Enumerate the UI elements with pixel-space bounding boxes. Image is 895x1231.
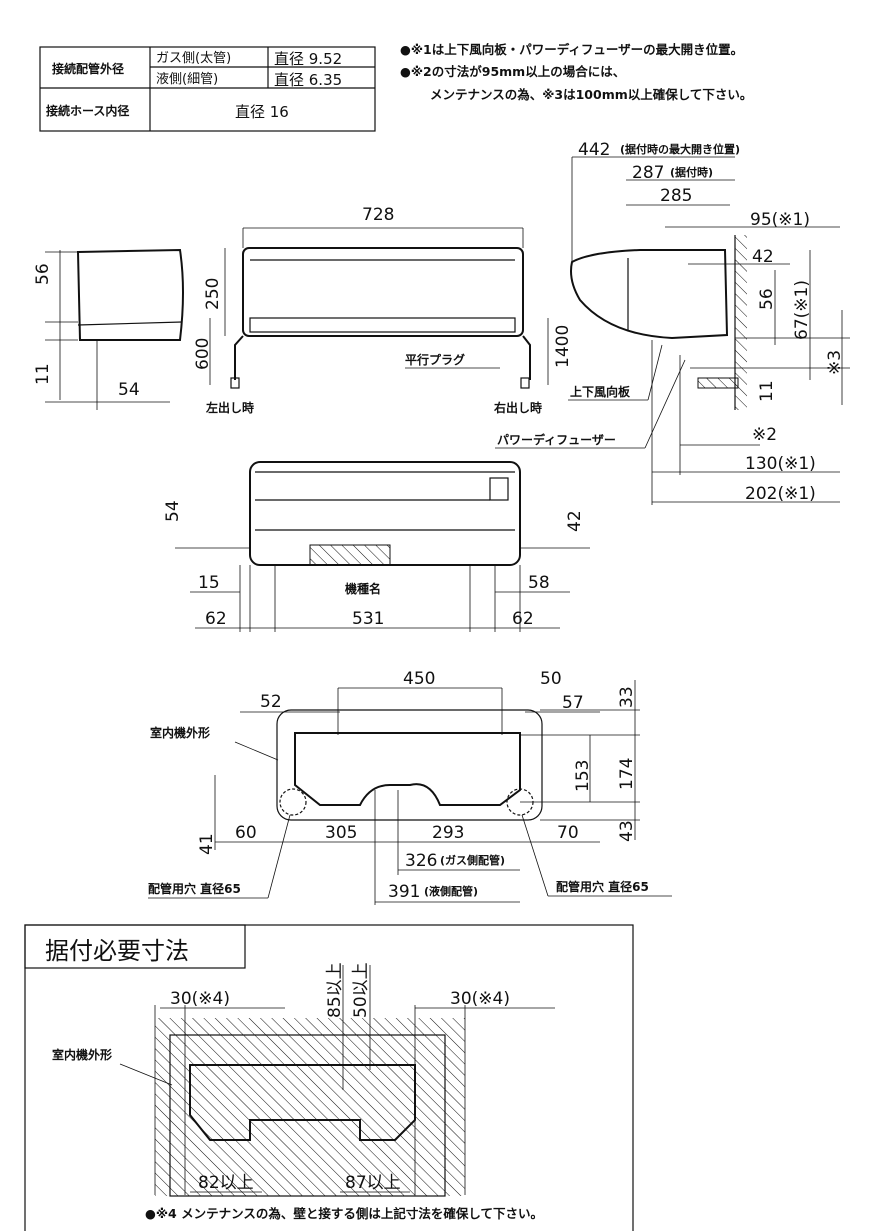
gas-side-value: 直径 9.52 [274, 50, 342, 68]
dim-41: 41 [197, 833, 217, 855]
dim-728: 728 [362, 205, 394, 225]
dim-305: 305 [325, 823, 357, 843]
spec-table: 接続配管外径 ガス側(太管) 直径 9.52 液側(細管) 直径 6.35 接続… [39, 46, 376, 132]
model-name-label: 機種名 [345, 581, 381, 596]
right-clearance: 30(※4) [450, 989, 510, 1009]
outline-label: 室内機外形 [150, 725, 210, 740]
dim-531: 531 [352, 609, 384, 629]
note-1: ●※1は上下風向板・パワーディフューザーの最大開き位置。 [400, 42, 743, 57]
dim-293: 293 [432, 823, 464, 843]
dim-202: 202(※1) [745, 484, 816, 504]
note-2-mark: ※2 [752, 425, 777, 445]
dim-15: 15 [198, 573, 220, 593]
dim-95: 95(※1) [750, 210, 810, 230]
dim-11-side: 11 [757, 380, 777, 402]
front-view: 728 250 600 1400 平行プラグ 左出し時 右出し時 [193, 205, 573, 415]
dim-42-bottom: 42 [565, 510, 585, 532]
dim-285: 285 [660, 186, 692, 206]
dim-54-bottom: 54 [163, 500, 183, 522]
bottom-right-clearance: 87以上 [345, 1173, 401, 1193]
dim-287: 287 [632, 163, 664, 183]
top-clearance-50: 50以上 [351, 962, 371, 1018]
pipe-hole-right-label: 配管用穴 直径65 [556, 879, 649, 894]
dim-57: 57 [562, 693, 584, 713]
dim-56: 56 [33, 263, 53, 285]
dim-174: 174 [617, 758, 637, 790]
top-clearance-85: 85以上 [325, 962, 345, 1018]
note-3: メンテナンスの為、※3は100mm以上確保して下さい。 [430, 87, 752, 102]
install-note: ●※4 メンテナンスの為、壁と接する側は上記寸法を確保して下さい。 [145, 1206, 543, 1221]
note-2: ●※2の寸法が95mm以上の場合には、 [400, 64, 625, 79]
left-clearance: 30(※4) [170, 989, 230, 1009]
gas-side-label: ガス側(太管) [156, 51, 231, 66]
dim-50: 50 [540, 669, 562, 689]
connection-pipe-label: 接続配管外径 [52, 61, 124, 76]
bottom-view: 54 42 15 機種名 58 62 531 62 [163, 461, 590, 632]
dim-62-right: 62 [512, 609, 534, 629]
note-3-mark: ※3 [825, 350, 845, 375]
liquid-side-value: 直径 6.35 [274, 71, 342, 89]
dim-391: 391 [388, 882, 420, 902]
dim-250: 250 [203, 278, 223, 310]
install-clearance-section: 据付必要寸法 30(※4) 30(※4) 85以上 50以上 室内機外形 82以… [24, 924, 634, 1231]
dim-326-note: (ガス側配管) [440, 853, 505, 867]
dim-287-note: (据付時) [670, 165, 713, 179]
right-side-view: 442 (据付時の最大開き位置) 287 (据付時) 285 95(※1) 42… [495, 140, 850, 505]
dim-130: 130(※1) [745, 454, 816, 474]
dim-42: 42 [752, 247, 774, 267]
dim-67: 67(※1) [792, 280, 812, 340]
bottom-left-clearance: 82以上 [198, 1173, 254, 1193]
dim-56-side: 56 [757, 288, 777, 310]
dim-43: 43 [617, 820, 637, 842]
notes: ●※1は上下風向板・パワーディフューザーの最大開き位置。 ●※2の寸法が95mm… [400, 42, 752, 102]
louver-label: 上下風向板 [570, 384, 631, 399]
dim-442: 442 [578, 140, 610, 160]
dim-70: 70 [557, 823, 579, 843]
dim-1400: 1400 [553, 325, 573, 368]
dim-11: 11 [33, 363, 53, 385]
parallel-plug-label: 平行プラグ [405, 352, 465, 367]
dim-326: 326 [405, 851, 437, 871]
dim-153: 153 [573, 760, 593, 792]
dim-60: 60 [235, 823, 257, 843]
dim-54: 54 [118, 380, 140, 400]
pipe-hole-left-label: 配管用穴 直径65 [148, 881, 241, 896]
dim-600: 600 [193, 338, 213, 370]
dim-62-left: 62 [205, 609, 227, 629]
dim-442-note: (据付時の最大開き位置) [620, 142, 740, 156]
power-diffuser-label: パワーディフューザー [497, 432, 616, 447]
dim-450: 450 [403, 669, 435, 689]
dim-52: 52 [260, 692, 282, 712]
left-side-view: 56 11 54 [33, 248, 184, 410]
hose-label: 接続ホース内径 [46, 103, 129, 118]
install-outline-label: 室内機外形 [52, 1047, 112, 1062]
dim-391-note: (液側配管) [424, 884, 478, 898]
dim-33: 33 [617, 686, 637, 708]
liquid-side-label: 液側(細管) [156, 72, 218, 87]
hose-value: 直径 16 [235, 103, 289, 121]
install-title: 据付必要寸法 [45, 937, 189, 965]
dim-58: 58 [528, 573, 550, 593]
back-plate-view: 450 50 52 57 33 室内機外形 153 174 41 60 305 … [148, 669, 672, 905]
left-outlet-label: 左出し時 [205, 400, 254, 415]
right-outlet-label: 右出し時 [493, 400, 542, 415]
